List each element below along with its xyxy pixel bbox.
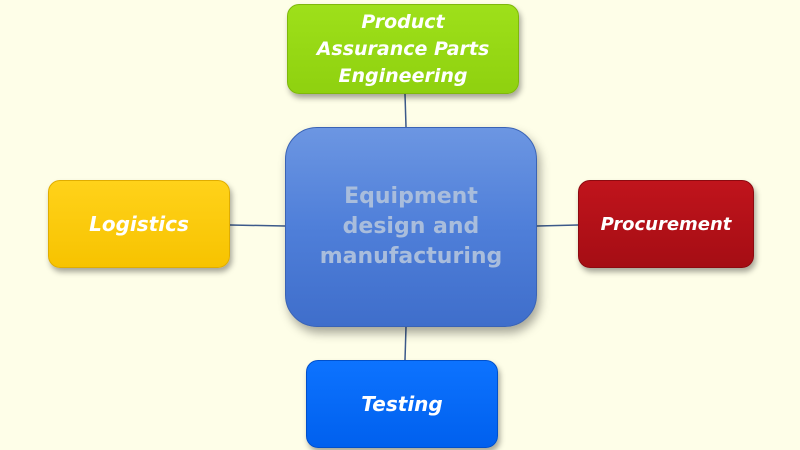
node-top-label: Product Assurance Parts Engineering: [317, 9, 490, 90]
node-product-assurance: Product Assurance Parts Engineering: [287, 4, 519, 94]
node-procurement: Procurement: [578, 180, 754, 268]
node-center-line-1: Equipment: [344, 184, 478, 209]
connector-top: [404, 93, 407, 128]
node-right-label: Procurement: [600, 213, 732, 235]
node-bottom-label: Testing: [361, 392, 443, 416]
connector-bottom: [404, 326, 407, 361]
connector-right: [536, 224, 579, 227]
node-testing: Testing: [306, 360, 498, 448]
node-top-line-1: Product: [361, 10, 445, 33]
node-center-line-3: manufacturing: [319, 244, 503, 269]
node-logistics: Logistics: [48, 180, 230, 268]
node-center-equipment-design: Equipment design and manufacturing: [285, 127, 537, 327]
node-top-line-3: Engineering: [338, 64, 468, 87]
node-center-label: Equipment design and manufacturing: [320, 182, 503, 272]
connector-left: [229, 224, 286, 227]
node-center-line-2: design and: [342, 214, 480, 239]
node-left-label: Logistics: [89, 212, 189, 236]
node-top-line-2: Assurance Parts: [316, 37, 490, 60]
